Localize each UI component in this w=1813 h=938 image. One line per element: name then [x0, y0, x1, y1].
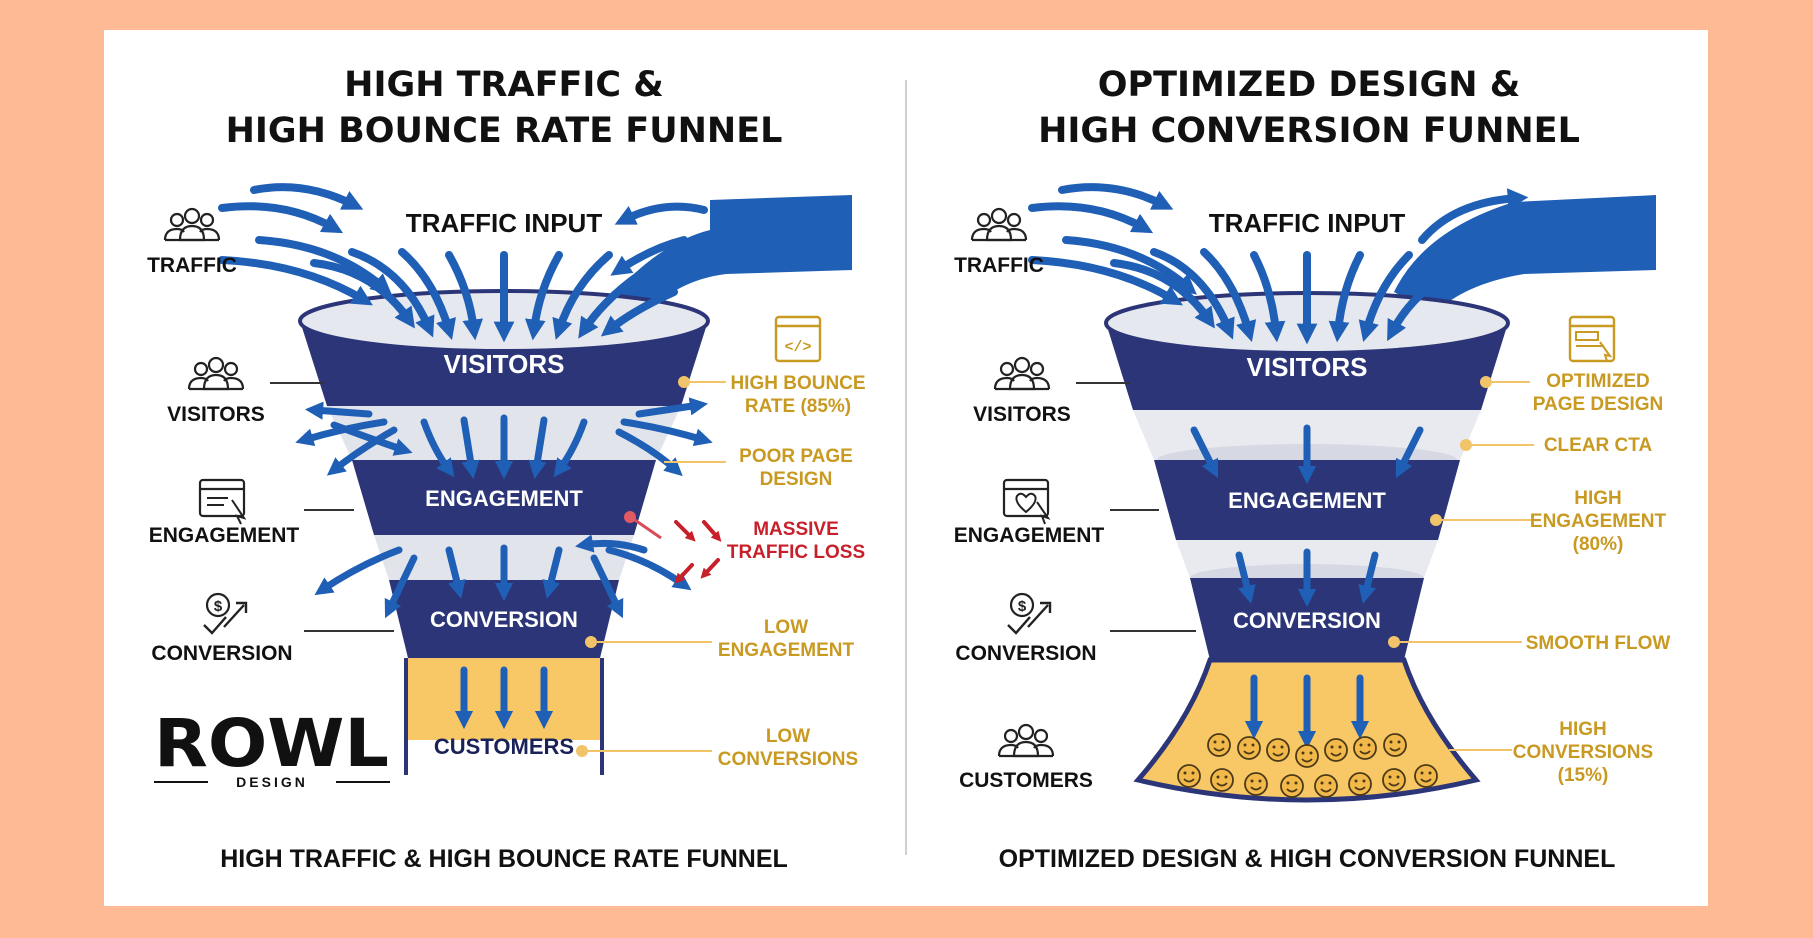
right-traffic-input: TRAFFIC INPUT: [1209, 208, 1406, 238]
left-note-low-eng-2: ENGAGEMENT: [718, 640, 855, 661]
left-note-low-conv-2: CONVERSIONS: [718, 749, 858, 770]
logo-subtitle: DESIGN: [236, 774, 308, 790]
funnel-comparison-diagram: $ HIGH TRAFFIC & HIGH BOUNCE RATE FUNNEL: [147, 65, 1671, 873]
left-inlet-pipe: [616, 195, 852, 314]
left-note-low-eng-1: LOW: [764, 617, 808, 638]
right-footer: OPTIMIZED DESIGN & HIGH CONVERSION FUNNE…: [999, 845, 1616, 873]
right-note-high-conv-3: (15%): [1558, 765, 1609, 786]
left-leak-arrows: [295, 397, 713, 730]
left-band-conversion: CONVERSION: [430, 607, 578, 632]
right-engagement-band: [1154, 460, 1460, 540]
left-conversion-icon: [202, 592, 248, 635]
right-visitors-icon: [993, 356, 1051, 391]
right-label-conversion: CONVERSION: [955, 642, 1096, 665]
right-customers-icon: [997, 723, 1055, 758]
rowl-design-logo: ROWL DESIGN: [154, 705, 390, 790]
left-inflow-arrows: [218, 183, 708, 343]
left-engagement-icon: [198, 478, 247, 525]
left-band-visitors: VISITORS: [444, 349, 565, 379]
right-note-clear-cta: CLEAR CTA: [1544, 435, 1653, 456]
left-loss-arrows: [674, 520, 722, 584]
left-label-engagement: ENGAGEMENT: [149, 524, 300, 547]
right-conversion-icon: [1006, 592, 1052, 635]
left-note-massive-1: MASSIVE: [753, 519, 839, 540]
right-note-high-conv-1: HIGH: [1559, 719, 1607, 740]
right-flow-arrows: [1190, 424, 1424, 750]
comparison-card: $ HIGH TRAFFIC & HIGH BOUNCE RATE FUNNEL: [104, 30, 1708, 906]
right-title-line1: OPTIMIZED DESIGN &: [1098, 65, 1521, 105]
right-outlet-pipe: [1394, 195, 1656, 314]
right-note-high-eng-3: (80%): [1573, 534, 1624, 555]
svg-text:</>: </>: [784, 339, 811, 356]
left-note-poor-page-1: POOR PAGE: [739, 446, 853, 467]
right-layout-window-icon: [1568, 315, 1616, 363]
left-band-engagement: ENGAGEMENT: [425, 486, 583, 511]
left-note-high-bounce-1: HIGH BOUNCE: [730, 373, 865, 394]
logo-wordmark: ROWL: [154, 705, 389, 782]
right-engagement-icon: [1002, 478, 1051, 525]
left-code-window-icon: </>: [774, 315, 822, 363]
right-band-visitors: VISITORS: [1247, 352, 1368, 382]
right-panel: OPTIMIZED DESIGN & HIGH CONVERSION FUNNE…: [954, 65, 1671, 873]
right-note-optimized-2: PAGE DESIGN: [1533, 394, 1664, 415]
right-note-optimized-1: OPTIMIZED: [1546, 371, 1649, 392]
right-band-engagement: ENGAGEMENT: [1228, 488, 1386, 513]
left-band-customers: CUSTOMERS: [434, 734, 574, 759]
right-label-customers: CUSTOMERS: [959, 769, 1093, 792]
right-title-line2: HIGH CONVERSION FUNNEL: [1038, 111, 1580, 151]
right-label-traffic: TRAFFIC: [954, 254, 1044, 277]
left-conversion-band: [389, 580, 619, 658]
left-title-line2: HIGH BOUNCE RATE FUNNEL: [226, 111, 783, 151]
right-band-conversion: CONVERSION: [1233, 608, 1381, 633]
left-panel: HIGH TRAFFIC & HIGH BOUNCE RATE FUNNEL: [147, 65, 865, 873]
left-note-poor-page-2: DESIGN: [760, 469, 833, 490]
right-note-high-eng-2: ENGAGEMENT: [1530, 511, 1667, 532]
left-note-low-conv-1: LOW: [766, 726, 810, 747]
left-note-massive-2: TRAFFIC LOSS: [727, 542, 865, 563]
right-note-high-conv-2: CONVERSIONS: [1513, 742, 1653, 763]
left-label-visitors: VISITORS: [167, 403, 265, 426]
right-note-smooth-flow: SMOOTH FLOW: [1526, 633, 1671, 654]
right-note-high-eng-1: HIGH: [1574, 488, 1622, 509]
right-traffic-icon: [970, 207, 1028, 242]
left-footer: HIGH TRAFFIC & HIGH BOUNCE RATE FUNNEL: [220, 845, 788, 873]
left-traffic-input: TRAFFIC INPUT: [406, 208, 603, 238]
left-traffic-icon: [163, 207, 221, 242]
right-label-visitors: VISITORS: [973, 403, 1071, 426]
right-inflow-arrows: [1028, 183, 1529, 345]
left-engagement-band: [352, 460, 656, 535]
left-note-high-bounce-2: RATE (85%): [745, 396, 851, 417]
right-label-engagement: ENGAGEMENT: [954, 524, 1105, 547]
left-title-line1: HIGH TRAFFIC &: [344, 65, 664, 105]
left-label-traffic: TRAFFIC: [147, 254, 237, 277]
left-label-conversion: CONVERSION: [151, 642, 292, 665]
left-visitors-icon: [187, 356, 245, 391]
